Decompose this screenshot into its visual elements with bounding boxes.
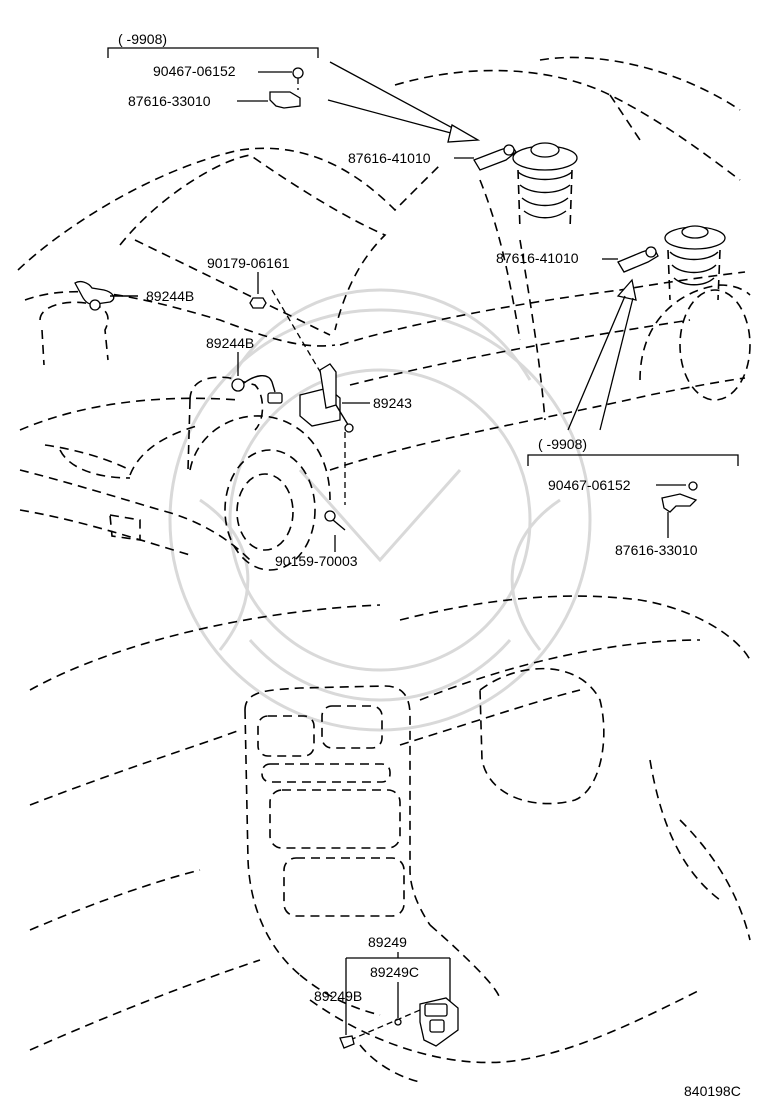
sensor-rear-label: 89244B <box>206 335 254 351</box>
group-bracket-top: ( -9908) <box>107 31 319 58</box>
right-bracket-icon <box>661 493 698 513</box>
switch-b-label: 89249B <box>314 988 362 1004</box>
top-bracket-label: 87616-33010 <box>128 93 211 109</box>
front-sensor-link-icon <box>74 281 138 311</box>
right-bracket-label: 87616-33010 <box>615 542 698 558</box>
car-body-outline <box>17 56 751 571</box>
rear-coil-spring-right <box>664 225 726 301</box>
bolt-lower-icon <box>324 510 346 531</box>
height-control-switch-icon <box>419 997 459 1047</box>
height-sensor-label: 89243 <box>373 395 412 411</box>
top-nut-icon <box>292 67 304 79</box>
watermark-emblem <box>168 288 592 732</box>
figure-code: 840198C <box>684 1083 741 1099</box>
mid-bracket-right-label: 87616-41010 <box>496 250 579 266</box>
switch-assy-label: 89249 <box>368 934 407 950</box>
group-bracket-right: ( -9908) <box>527 436 739 466</box>
switch-c-label: 89249C <box>370 964 419 980</box>
rear-sensor-link-icon <box>231 375 283 404</box>
group-top-range-label: ( -9908) <box>118 31 167 47</box>
mid-bracket-left-label: 87616-41010 <box>348 150 431 166</box>
right-nut-icon <box>688 481 698 491</box>
arrow-to-bracket-icon <box>447 124 481 143</box>
screw-upper-label: 90179-06161 <box>207 255 290 271</box>
sensor-front-label: 89244B <box>146 288 194 304</box>
group-right-range-label: ( -9908) <box>538 436 587 452</box>
top-bracket-icon <box>269 91 301 109</box>
rear-coil-spring-left <box>512 142 578 231</box>
height-sensor-icon <box>299 363 354 433</box>
dashboard-outline <box>29 595 751 1083</box>
bolt-lower-label: 90159-70003 <box>275 553 358 569</box>
screw-upper-icon <box>249 297 267 309</box>
right-nut-label: 90467-06152 <box>548 477 631 493</box>
switch-b-screw-icon <box>339 1035 355 1049</box>
arrow-to-bracket-right-icon <box>616 278 637 301</box>
top-nut-label: 90467-06152 <box>153 63 236 79</box>
